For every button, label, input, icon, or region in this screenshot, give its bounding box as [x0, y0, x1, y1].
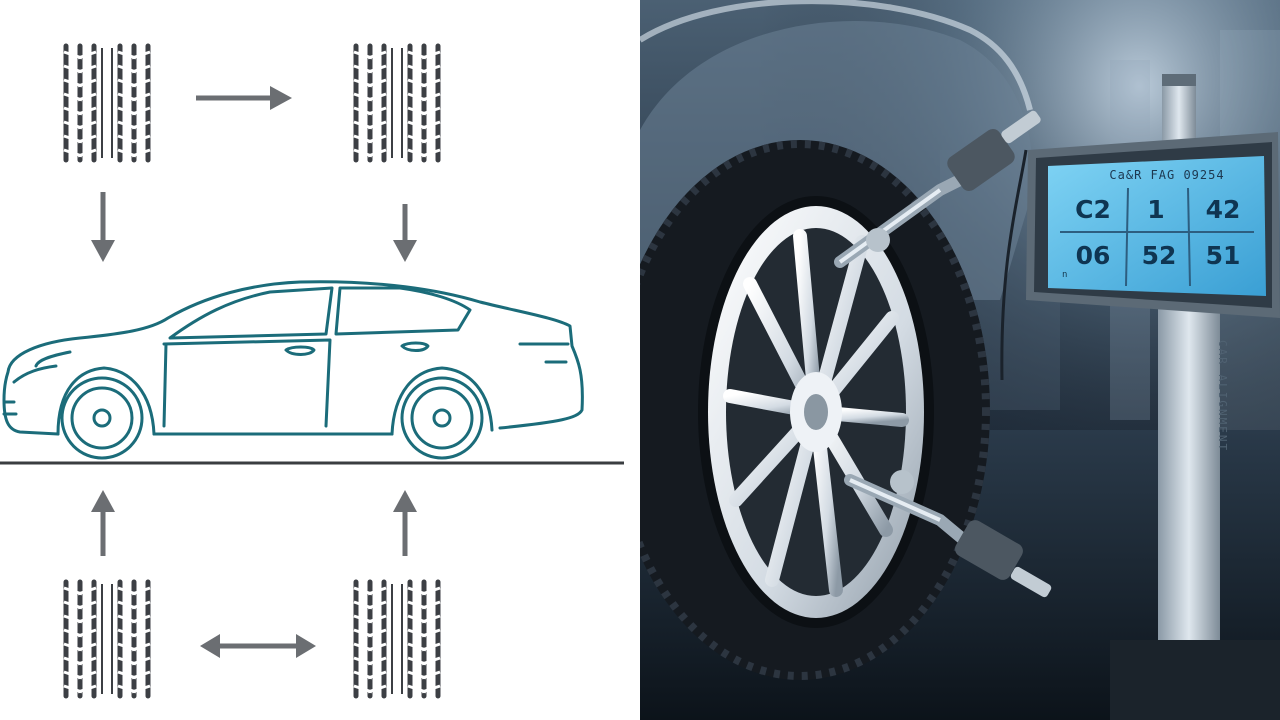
tire-photo-icon [640, 140, 990, 680]
readout-cell: 52 [1141, 240, 1177, 270]
readout-cell: 42 [1205, 194, 1241, 224]
tire-rear-left-icon [62, 576, 152, 702]
readout-cell: C2 [1075, 194, 1111, 224]
alignment-monitor-icon [1026, 132, 1280, 318]
arrow-both-ways-icon [200, 634, 316, 658]
alignment-clamp-icon [834, 110, 1052, 598]
screen-footer: n [1062, 270, 1068, 280]
readout-cell: 1 [1147, 194, 1165, 224]
tire-rotation-diagram [0, 37, 624, 705]
arrow-up-left-icon [91, 490, 115, 556]
post-label: CAR ALIGNMENT [1216, 340, 1229, 453]
screen-header: Ca&R FAG 09254 [1109, 168, 1225, 182]
arrow-down-right-icon [393, 204, 417, 262]
readout-cell: 06 [1075, 240, 1111, 270]
arrow-up-right-icon [393, 490, 417, 556]
car-outline-icon [2, 280, 584, 460]
arrow-right-icon [196, 86, 292, 110]
tire-front-right-icon [352, 40, 442, 166]
readout-cell: 51 [1205, 240, 1241, 270]
arrow-down-left-icon [91, 192, 115, 262]
tire-rear-right-icon [352, 576, 442, 702]
tire-front-left-icon [62, 40, 152, 166]
alignment-post-icon [1110, 74, 1280, 720]
wheel-alignment-photo [640, 0, 1280, 720]
